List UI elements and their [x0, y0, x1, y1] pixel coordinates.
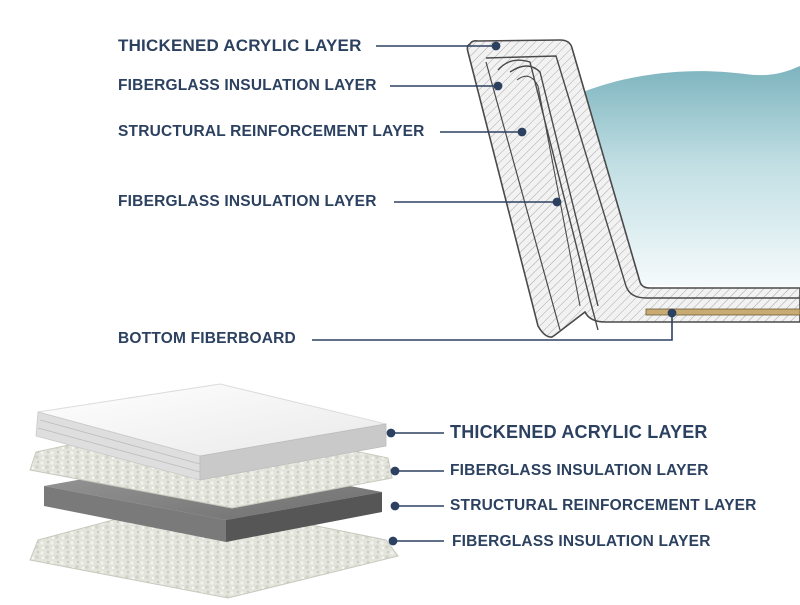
stack-label-thickened-acrylic-layer: THICKENED ACRYLIC LAYER: [450, 422, 708, 442]
tub-wall-layers: [466, 39, 800, 338]
leader-lines-top: [312, 41, 677, 341]
leader-lines-bottom: [386, 428, 444, 546]
marker-dot: [491, 41, 501, 51]
bath-water: [583, 66, 800, 288]
tub-label-thickened-acrylic-layer: THICKENED ACRYLIC LAYER: [118, 36, 362, 55]
marker-dot: [667, 308, 677, 318]
stack-label-structural-reinforcement-layer: STRUCTURAL REINFORCEMENT LAYER: [450, 497, 757, 514]
marker-dot: [493, 81, 503, 91]
stack-label-fiberglass-insulation-layer-2: FIBERGLASS INSULATION LAYER: [452, 533, 711, 550]
tub-label-fiberglass-insulation-layer-2: FIBERGLASS INSULATION LAYER: [118, 193, 377, 210]
layer-stack-illustration: [29, 383, 399, 599]
tub-label-structural-reinforcement-layer: STRUCTURAL REINFORCEMENT LAYER: [118, 123, 425, 140]
tub-label-fiberglass-insulation-layer-1: FIBERGLASS INSULATION LAYER: [118, 77, 377, 94]
tub-label-bottom-fiberboard: BOTTOM FIBERBOARD: [118, 330, 296, 347]
marker-dot: [517, 127, 527, 137]
marker-dot: [552, 197, 562, 207]
stack-label-fiberglass-insulation-layer-1: FIBERGLASS INSULATION LAYER: [450, 462, 709, 479]
bottom-fiberboard-strip: [645, 308, 800, 316]
